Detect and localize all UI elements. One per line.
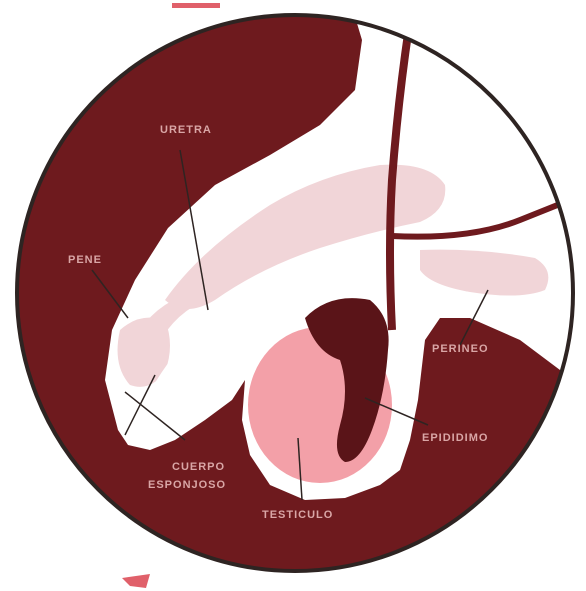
label-perineo: PERINEO xyxy=(432,343,489,355)
label-uretra: URETRA xyxy=(160,124,212,136)
bottom-mark xyxy=(122,574,150,588)
label-testiculo: TESTICULO xyxy=(262,509,333,521)
label-pene: PENE xyxy=(68,254,102,266)
label-epididimo: EPIDIDIMO xyxy=(422,432,488,444)
label-esponjoso: ESPONJOSO xyxy=(148,479,226,491)
top-mark xyxy=(172,3,220,8)
label-cuerpo: CUERPO xyxy=(172,461,225,473)
